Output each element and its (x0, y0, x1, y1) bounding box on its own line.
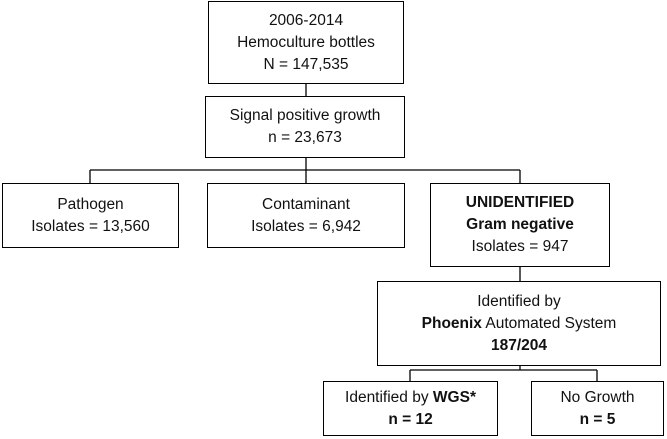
contaminant-count: Isolates = 6,942 (251, 217, 361, 235)
node-hemoculture-bottles: 2006-2014 Hemoculture bottles N = 147,53… (208, 1, 404, 84)
node-no-growth: No Growth n = 5 (531, 381, 664, 436)
nogrowth-label: No Growth (560, 388, 635, 406)
wgs-name: WGS* (432, 388, 476, 406)
bottles-years: 2006-2014 (268, 11, 344, 29)
node-pathogen: Pathogen Isolates = 13,560 (2, 183, 179, 248)
node-identified-by-wgs: Identified by WGS* n = 12 (323, 381, 498, 436)
node-unidentified-gram-negative: UNIDENTIFIED Gram negative Isolates = 94… (430, 183, 610, 267)
wgs-label-line: Identified by WGS* (345, 387, 476, 409)
phoenix-system-line: Phoenix Automated System (422, 313, 617, 335)
contaminant-label: Contaminant (262, 195, 350, 213)
wgs-count: n = 12 (388, 410, 433, 428)
pathogen-label: Pathogen (57, 195, 124, 213)
node-contaminant: Contaminant Isolates = 6,942 (207, 183, 405, 248)
wgs-prefix: Identified by (345, 388, 433, 406)
phoenix-name: Phoenix (421, 314, 482, 332)
phoenix-label: Identified by (477, 292, 561, 310)
unidentified-title: UNIDENTIFIED (465, 194, 575, 211)
node-phoenix-identified: Identified by Phoenix Automated System 1… (377, 281, 661, 366)
unidentified-count: Isolates = 947 (471, 238, 569, 255)
signal-count: n = 23,673 (268, 129, 342, 146)
phoenix-ratio: 187/204 (490, 336, 548, 354)
phoenix-system-suffix: Automated System (481, 314, 617, 332)
nogrowth-count: n = 5 (579, 410, 616, 428)
unidentified-subtitle: Gram negative (466, 216, 574, 233)
signal-label: Signal positive growth (229, 107, 381, 124)
bottles-count: N = 147,535 (263, 55, 349, 73)
bottles-label: Hemoculture bottles (237, 33, 375, 51)
pathogen-count: Isolates = 13,560 (31, 217, 150, 235)
node-signal-positive-growth: Signal positive growth n = 23,673 (205, 96, 405, 158)
